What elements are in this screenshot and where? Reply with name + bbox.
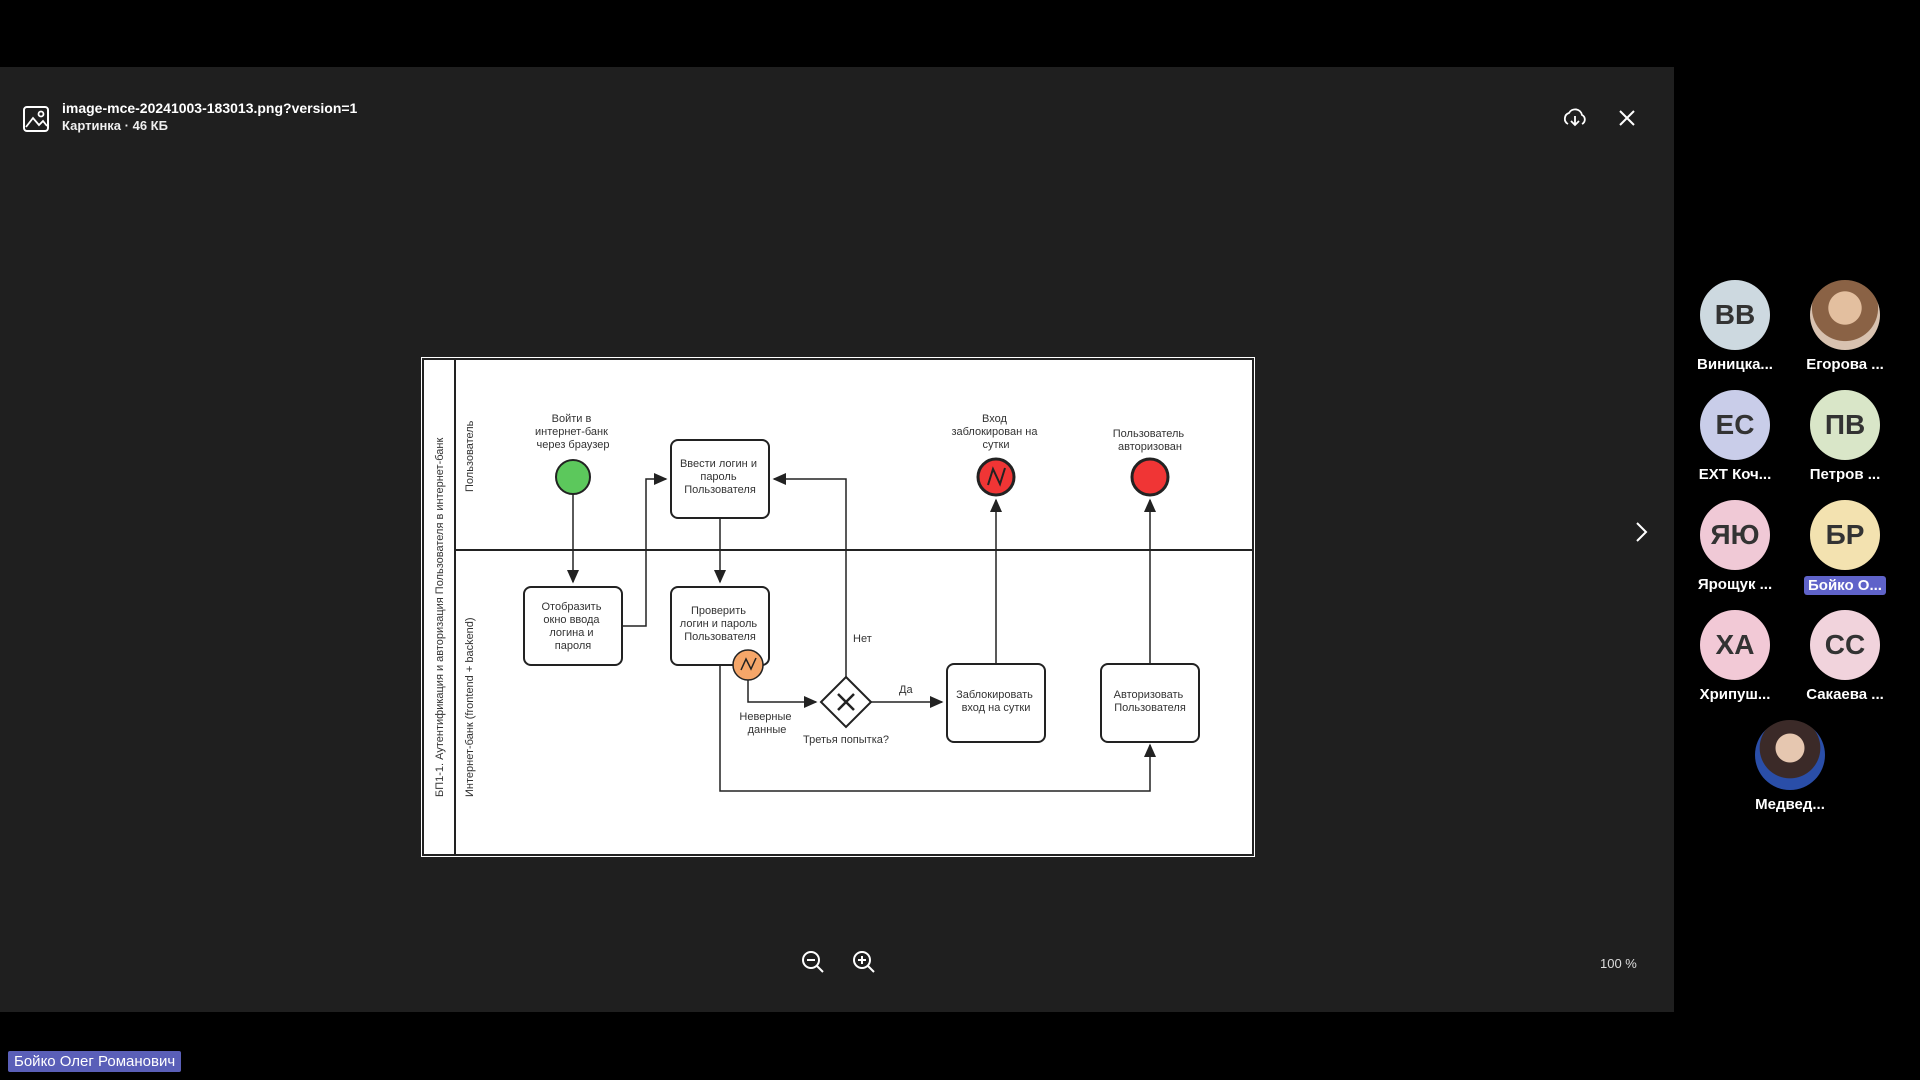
participant-tile[interactable]: Егорова ... xyxy=(1790,280,1900,373)
participant-name: Ярощук ... xyxy=(1697,576,1773,593)
flow-no-label: Нет xyxy=(853,633,872,645)
participant-name: Егорова ... xyxy=(1806,356,1884,373)
lane-bank-title: Интернет-банк (frontend + backend) xyxy=(464,617,476,797)
svg-text:Отобразить окно ввода: Отобразить окно ввода логина и пароля xyxy=(541,601,604,652)
error-boundary-event xyxy=(732,649,764,681)
image-viewer: image-mce-20241003-183013.png?version=1 … xyxy=(0,67,1674,1012)
avatar-photo xyxy=(1810,280,1880,350)
participant-tile[interactable]: ХА Хрипуш... xyxy=(1680,610,1790,703)
pool-title: БП1-1. Аутентификация и авторизация Поль… xyxy=(434,438,446,797)
participant-name: Виницка... xyxy=(1697,356,1773,373)
chevron-right-icon[interactable] xyxy=(1626,517,1656,547)
flow-yes-label: Да xyxy=(899,684,913,696)
participant-name: Петров ... xyxy=(1809,466,1881,483)
svg-text:Пользователь авторизов: Пользователь авторизован xyxy=(1113,428,1187,453)
avatar: ХА xyxy=(1700,610,1770,680)
file-name: image-mce-20241003-183013.png?version=1 xyxy=(62,100,358,116)
svg-text:Заблокировать вход на: Заблокировать вход на сутки xyxy=(956,689,1036,714)
svg-text:Вход заблокирован на: Вход заблокирован на сутки xyxy=(951,413,1040,451)
start-event xyxy=(555,459,591,495)
image-file-icon xyxy=(23,106,49,132)
participant-name: Медвед... xyxy=(1755,796,1825,813)
participant-name: Хрипуш... xyxy=(1699,686,1771,703)
task-show-login-window xyxy=(523,586,623,666)
participant-tile[interactable]: ВВ Виницка... xyxy=(1680,280,1790,373)
participant-tile[interactable]: ЯЮ Ярощук ... xyxy=(1680,500,1790,593)
svg-text:Ввести логин и пароль: Ввести логин и пароль Пользователя xyxy=(680,458,760,496)
participant-tile[interactable]: Медвед... xyxy=(1735,720,1845,813)
zoom-in-icon[interactable] xyxy=(849,947,879,977)
participant-name: Сакаева ... xyxy=(1806,686,1884,703)
avatar: ЕС xyxy=(1700,390,1770,460)
participant-tile[interactable]: ЕС EXT Коч... xyxy=(1680,390,1790,483)
active-speaker-name: Бойко Олег Романович xyxy=(8,1051,182,1072)
end-event-authorized xyxy=(1130,457,1170,497)
svg-text:Проверить логин и паро: Проверить логин и пароль Пользователя xyxy=(680,605,760,643)
viewer-header: image-mce-20241003-183013.png?version=1 … xyxy=(22,99,357,135)
zoom-level: 100 % xyxy=(1600,956,1637,971)
lane-user-title: Пользователь xyxy=(464,420,476,492)
start-event-label: Войти в интернет-банк через браузер xyxy=(535,413,611,451)
close-icon[interactable] xyxy=(1612,103,1642,133)
gateway-label: Третья попытка? xyxy=(803,734,889,746)
avatar: ЯЮ xyxy=(1700,500,1770,570)
download-icon[interactable] xyxy=(1560,103,1590,133)
file-meta: Картинка · 46 КБ xyxy=(62,118,168,133)
participant-tile-active[interactable]: БР Бойко О... xyxy=(1790,500,1900,595)
bpmn-diagram-image: БП1-1. Аутентификация и авторизация Поль… xyxy=(421,357,1255,857)
participant-tile[interactable]: ПВ Петров ... xyxy=(1790,390,1900,483)
avatar: ВВ xyxy=(1700,280,1770,350)
avatar: СС xyxy=(1810,610,1880,680)
avatar: БР xyxy=(1810,500,1880,570)
participant-tile[interactable]: СС Сакаева ... xyxy=(1790,610,1900,703)
avatar-photo xyxy=(1755,720,1825,790)
participant-name: EXT Коч... xyxy=(1698,466,1772,483)
zoom-out-icon[interactable] xyxy=(798,947,828,977)
svg-text:Неверные данные: Неверные данные xyxy=(739,711,794,736)
avatar: ПВ xyxy=(1810,390,1880,460)
svg-text:Авторизовать Пользоват: Авторизовать Пользователя xyxy=(1114,689,1187,714)
participant-name: Бойко О... xyxy=(1804,576,1886,595)
